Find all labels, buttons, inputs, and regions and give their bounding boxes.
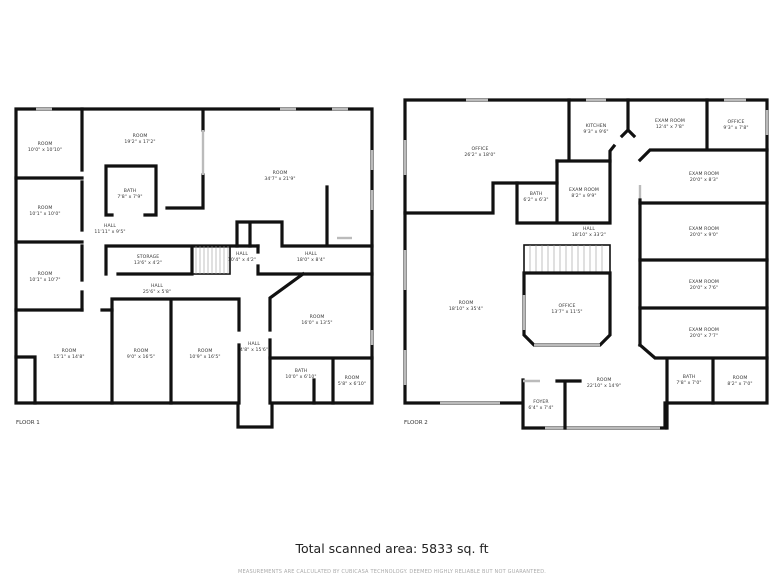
disclaimer: MEASUREMENTS ARE CALCULATED BY CUBICASA … (237, 569, 547, 575)
floor-1-walls (14, 107, 374, 429)
floor-2-stairs (523, 244, 611, 274)
floor-2-title: FLOOR 2 (404, 420, 428, 426)
floor-2-walls (403, 98, 769, 430)
floor-1-title: FLOOR 1 (16, 420, 40, 426)
floor-1-stairs (191, 245, 231, 275)
total-area: Total scanned area: 5833 sq. ft (295, 541, 489, 556)
